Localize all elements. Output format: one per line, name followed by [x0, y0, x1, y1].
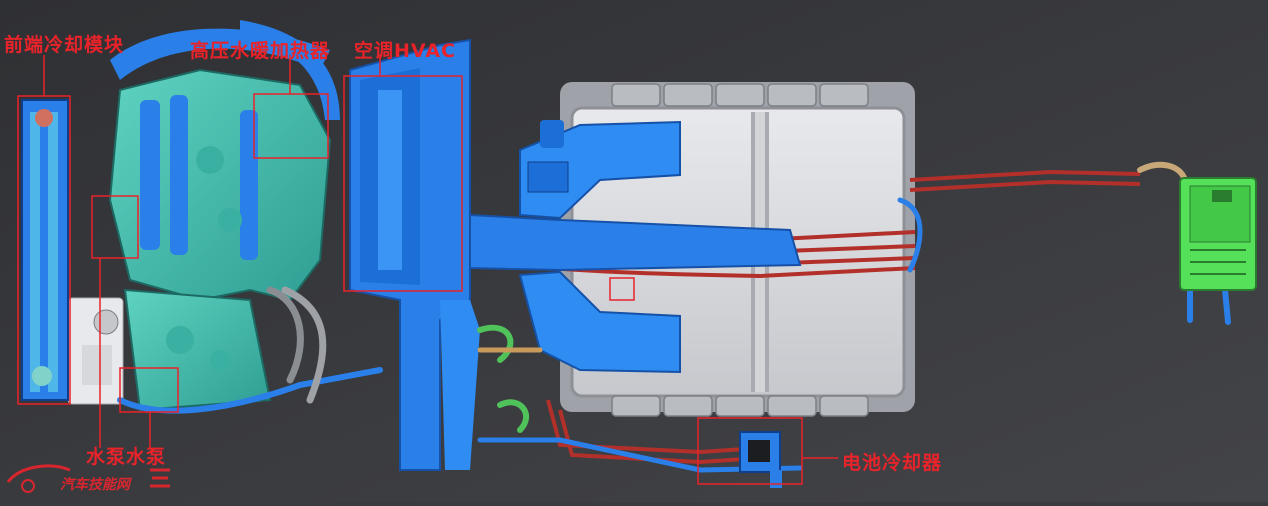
front-radiator: [21, 99, 69, 401]
pump-box-upper: [91, 195, 139, 259]
coolant-hoses: [117, 161, 1231, 473]
label-front-cooling: 前端冷却模块: [4, 34, 125, 56]
watermark-text: 汽车技能网: [60, 477, 130, 493]
leader-lines: [43, 55, 838, 459]
watermark-logo: [6, 464, 170, 493]
hv-heater-box: [253, 93, 329, 159]
hvac-box: [343, 75, 463, 292]
callout-boxes: [17, 75, 803, 485]
hvac-body: [349, 38, 480, 471]
label-water-pump: 水泵水泵: [86, 446, 167, 468]
hvac-ducting: [469, 120, 802, 374]
water-pump-housing: [67, 297, 124, 405]
engine-assembly: [108, 20, 340, 412]
chiller-box: [697, 417, 803, 485]
battery-chiller: [739, 431, 782, 488]
pump-box-lower: [119, 367, 179, 413]
label-battery-chiller: 电池冷却器: [842, 452, 943, 474]
label-hvac: 空调HVAC: [354, 40, 456, 62]
label-hv-heater: 高压水暖加热器: [190, 40, 331, 62]
charger-module: [1179, 177, 1257, 291]
